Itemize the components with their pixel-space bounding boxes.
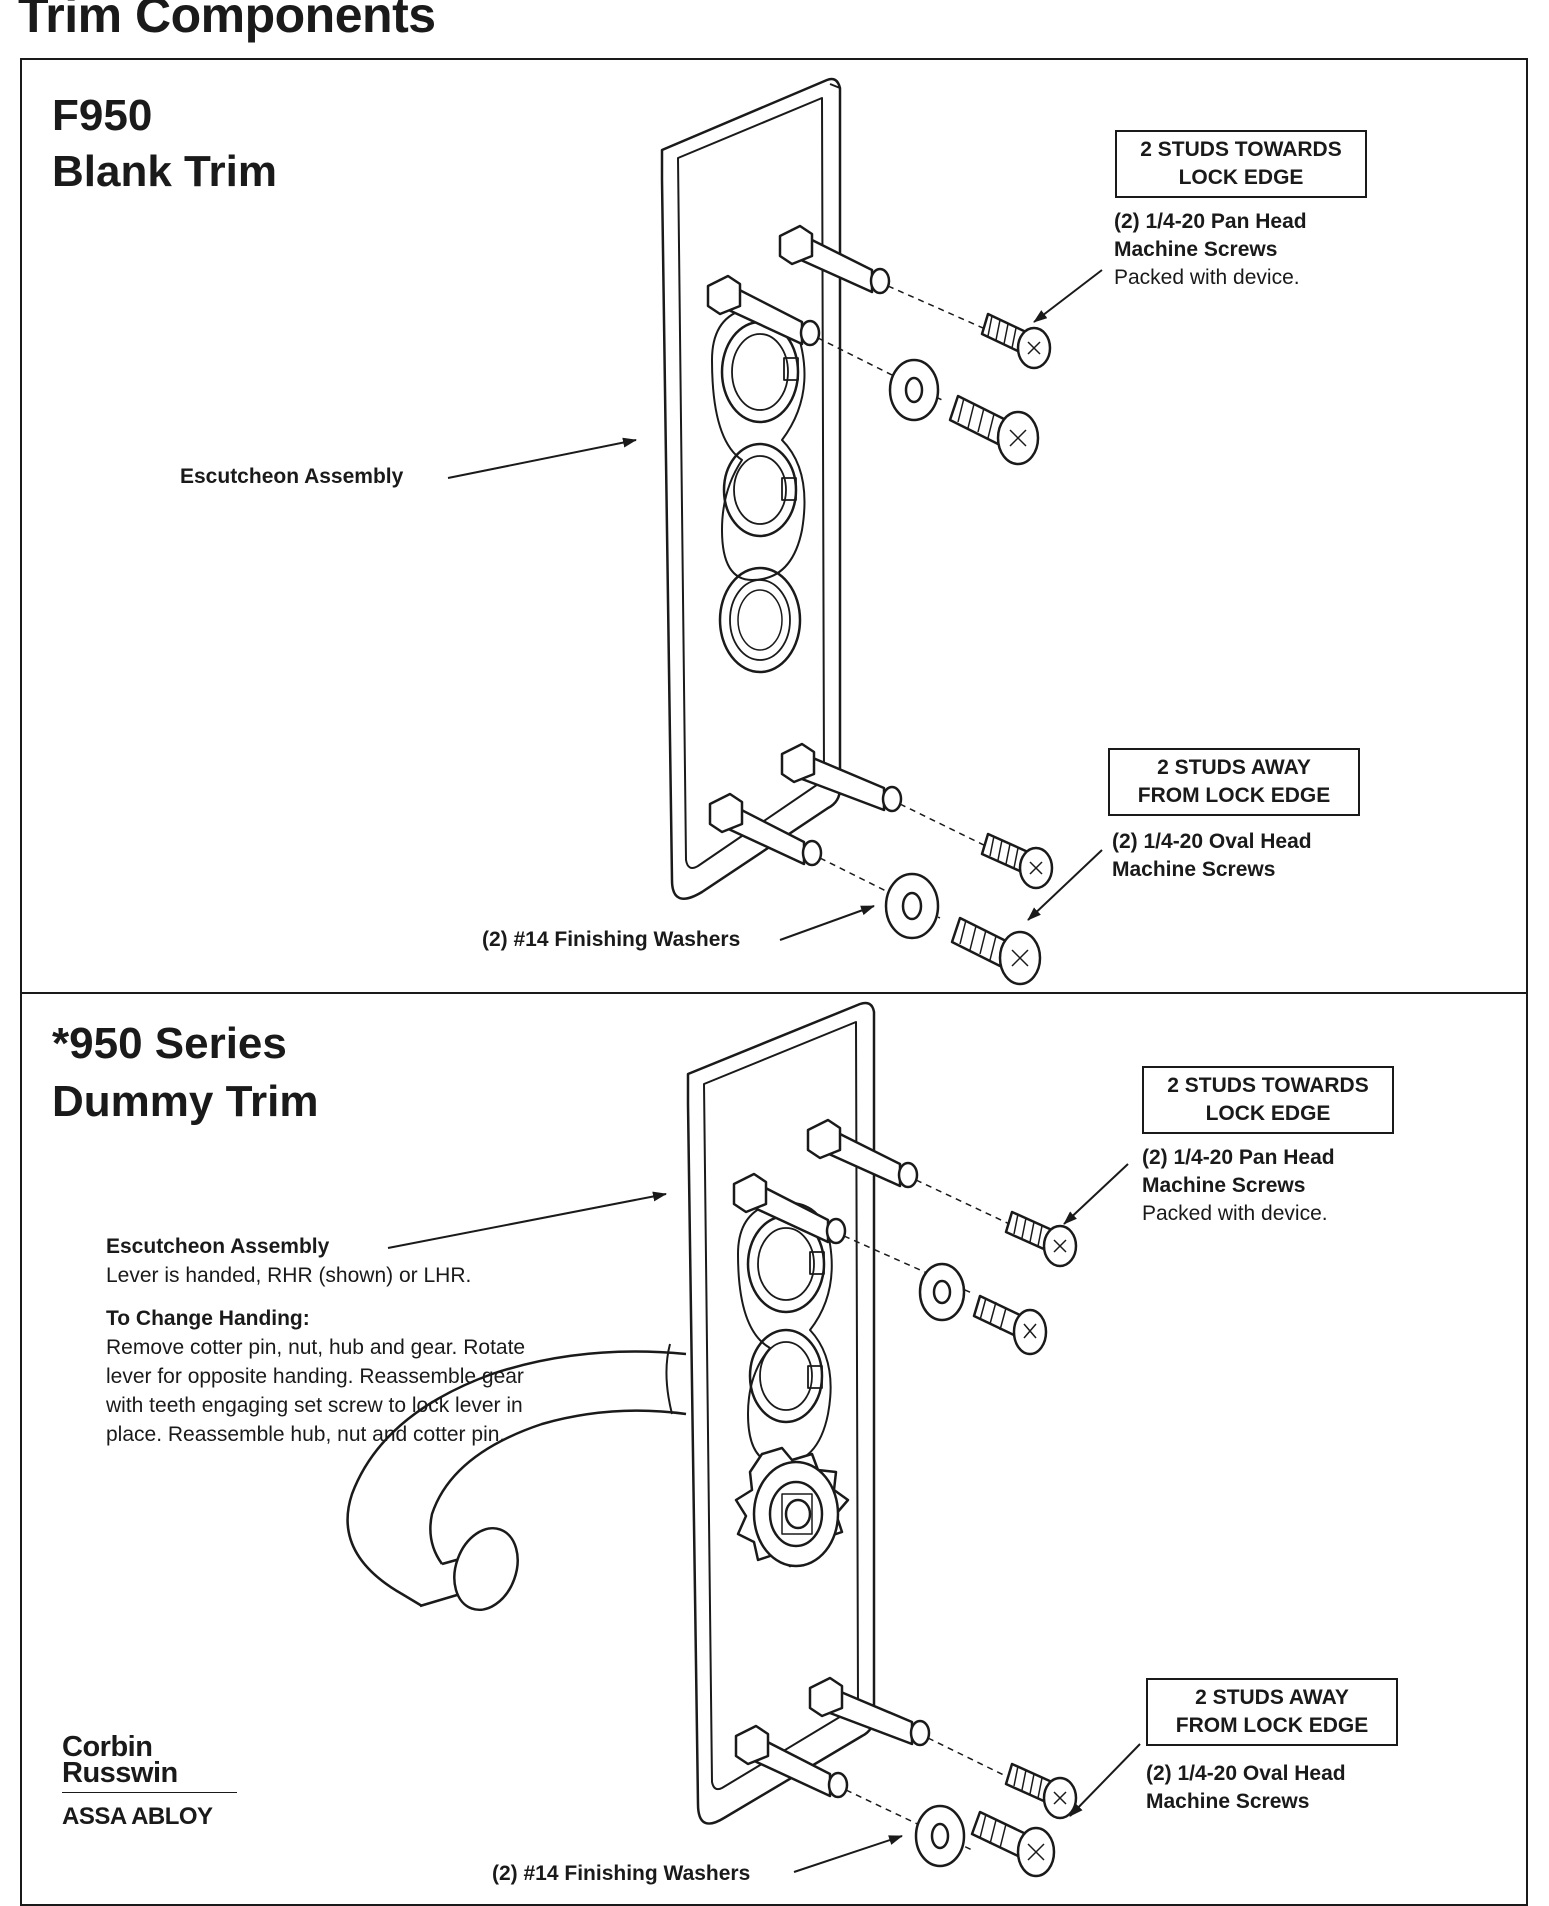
stud-upper-1 — [778, 224, 891, 295]
stud-lower-2 — [734, 1724, 849, 1799]
panel-f950-blank-trim: F950 Blank Trim 2 STUDS TOWARDS LOCK EDG… — [22, 60, 1526, 992]
corbin-russwin-logo: Corbin Russwin — [62, 1731, 178, 1789]
escutcheon-plate — [660, 77, 842, 900]
handing-instruction-1: Remove cotter pin, nut, hub and gear. Ro… — [106, 1336, 526, 1359]
box-studs-towards-lock-edge: 2 STUDS TOWARDS LOCK EDGE — [1115, 130, 1367, 198]
callout-oval-head-screws: (2) 1/4-20 Oval Head Machine Screws — [1146, 1762, 1346, 1813]
heading-model: *950 Series — [52, 1019, 287, 1068]
pan-head-screw-lower — [980, 832, 1054, 890]
box-studs-away-from-lock-edge: 2 STUDS AWAY FROM LOCK EDGE — [1108, 748, 1360, 816]
box-studs-away-from-lock-edge: 2 STUDS AWAY FROM LOCK EDGE — [1146, 1678, 1398, 1746]
leader-arrows — [447, 269, 1103, 941]
stud-upper-2 — [732, 1172, 847, 1245]
assa-abloy-logo: ASSA ABLOY — [62, 1803, 213, 1830]
blank-trim-drawing — [447, 77, 1103, 986]
stud-lower-2 — [708, 792, 823, 867]
escutcheon-handing-note: Lever is handed, RHR (shown) or LHR. — [106, 1264, 472, 1287]
handing-instruction-4: place. Reassemble hub, nut and cotter pi… — [106, 1423, 506, 1446]
pan-head-screw-lower — [1004, 1762, 1078, 1820]
panel-divider — [20, 992, 1528, 994]
heading-model: F950 — [52, 91, 153, 140]
hub-casting — [737, 1201, 833, 1465]
escutcheon-notes: Escutcheon Assembly Lever is handed, RHR… — [106, 1232, 626, 1449]
oval-head-screw-upper — [948, 394, 1040, 466]
label-escutcheon-assembly: Escutcheon Assembly — [106, 1235, 330, 1258]
callout-pan-head-screws: (2) 1/4-20 Pan Head Machine Screws Packe… — [1142, 1146, 1335, 1225]
panel-950-series-dummy-trim: *950 Series Dummy Trim 2 STUDS TOWARDS L… — [22, 994, 1526, 1904]
page-title: Trim Components — [18, 0, 436, 43]
finishing-washer-upper — [888, 358, 940, 422]
stud-lower-1 — [808, 1676, 931, 1747]
lever-gear-mechanism — [734, 1446, 850, 1568]
pan-head-screw-upper — [1004, 1210, 1078, 1268]
hub-casting — [711, 306, 806, 674]
finishing-washer-lower — [884, 872, 940, 940]
stud-upper-2 — [706, 274, 821, 347]
dummy-trim-drawing — [346, 1001, 1141, 1878]
finishing-washer-lower — [914, 1804, 966, 1868]
pan-head-screw-upper — [980, 312, 1052, 370]
handing-instruction-2: lever for opposite handing. Reassemble g… — [106, 1365, 524, 1388]
brand-logo: Corbin Russwin ASSA ABLOY — [62, 1731, 282, 1831]
diagram-frame — [20, 58, 1528, 1906]
label-escutcheon-assembly: Escutcheon Assembly — [180, 465, 404, 488]
alignment-lines — [843, 1179, 1019, 1851]
oval-head-screw-lower — [950, 916, 1042, 986]
label-finishing-washers: (2) #14 Finishing Washers — [492, 1862, 751, 1885]
leader-arrows — [387, 1163, 1141, 1873]
lever-handle — [346, 1343, 687, 1612]
handing-title: To Change Handing: — [106, 1307, 310, 1330]
handing-instruction-3: with teeth engaging set screw to lock le… — [106, 1394, 523, 1417]
heading-trim-type: Dummy Trim — [52, 1077, 319, 1126]
label-finishing-washers: (2) #14 Finishing Washers — [482, 928, 741, 951]
finishing-washer-upper — [918, 1262, 966, 1322]
stud-lower-1 — [780, 742, 903, 813]
stud-upper-1 — [806, 1118, 919, 1189]
callout-oval-head-screws: (2) 1/4-20 Oval Head Machine Screws — [1112, 830, 1312, 881]
oval-head-screw-upper — [972, 1294, 1048, 1356]
callout-pan-head-screws: (2) 1/4-20 Pan Head Machine Screws Packe… — [1114, 210, 1307, 289]
heading-trim-type: Blank Trim — [52, 147, 277, 196]
box-studs-towards-lock-edge: 2 STUDS TOWARDS LOCK EDGE — [1142, 1066, 1394, 1134]
oval-head-screw-lower — [970, 1810, 1056, 1878]
